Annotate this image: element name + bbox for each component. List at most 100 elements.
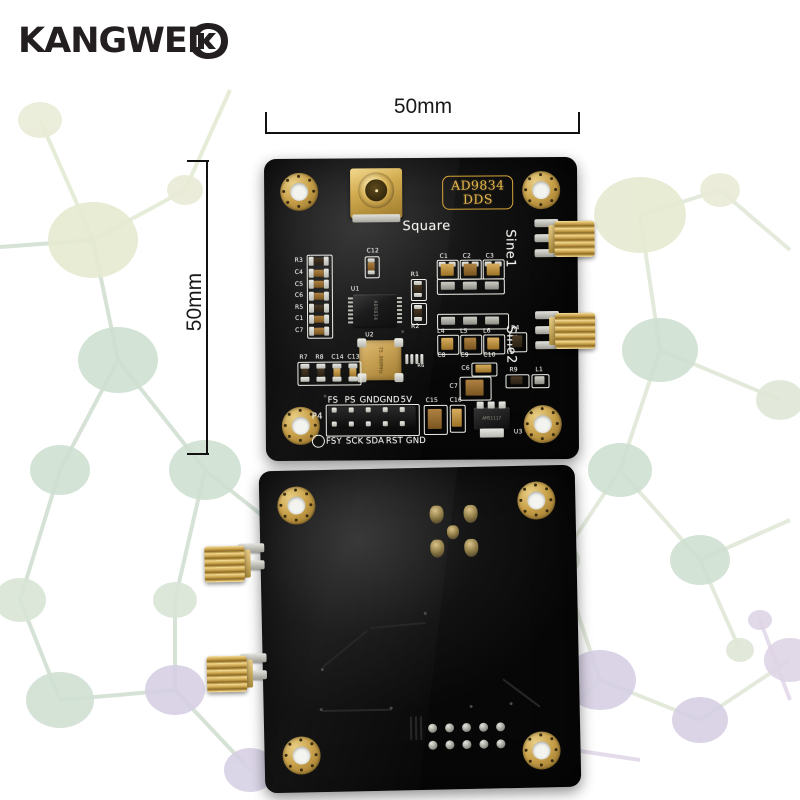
back-trace-horizontal-2 [321,708,392,713]
silk-ref-r3: R3 [294,256,304,264]
pcb-front-surface: AD9834 DDS Square Sine1 Sine2 C12 R3 C4 … [263,156,579,462]
back-trace-vertical-1 [409,716,413,741]
back-sma-connector-2 [206,653,268,694]
pin-label-top-1: PS [344,395,356,406]
silk-ref-c15: C15 [425,396,439,404]
silk-ref-c7: C7 [295,326,304,334]
pin-label-top-2: GND [359,395,380,406]
pin-label-top-3: GND [379,395,400,406]
width-dimension-right-cap [578,112,580,134]
regulator-marking: AMS1117 [482,415,502,422]
brand-logo-text: KANGWEI [18,20,200,61]
silk-ref-c13: C13 [347,353,360,361]
silk-ref-r5: R5 [294,303,304,311]
back-mounting-hole-top-left [276,486,316,525]
silk-ref-l1: L1 [535,366,544,374]
header-solder-joint [496,739,506,749]
back-trace-diagonal-1 [322,629,369,668]
sma-square-solder-foot [352,214,401,223]
board-title-line1: AD9834 [451,177,505,193]
sma-solder-pad-3 [430,539,445,558]
height-dimension-label: 50mm [183,272,206,332]
height-dimension-bottom-cap [187,453,209,455]
board-title-line2: DDS [462,191,493,207]
silk-ref-u3: U3 [513,428,523,436]
silk-ref-c10: C10 [483,351,496,359]
ic-u1-ad9834: AD9834 [347,294,403,327]
back-trace-vertical-3 [419,715,423,741]
silk-ref-c4: C4 [294,268,304,276]
header-solder-joint [495,722,506,732]
back-mounting-hole-bottom-left [282,736,322,775]
pin-label-bottom-1: SCK [345,436,364,447]
sma-sine2-barrel [555,312,596,350]
height-dimension-top-cap [187,160,209,162]
sma-solder-pad-2 [463,504,478,524]
crystal-oscillator-u2: 75.000MHz [357,338,404,383]
silk-ref-r2: R2 [411,323,420,331]
silk-ref-c6: C6 [294,291,304,299]
header-solder-joint [444,723,455,733]
header-solder-joint [461,722,472,733]
pin1-marker [311,434,325,448]
pcb-front-view: AD9834 DDS Square Sine1 Sine2 C12 R3 C4 … [263,156,596,462]
sma-sine1-barrel [554,220,595,258]
voltage-regulator-u3: AMS1117 [473,407,510,430]
back-sma-connector-1 [204,543,265,584]
pcb-back-view [204,464,582,794]
silk-ref-c11: C1 [295,314,304,322]
pin-label-bottom-4: GND [405,435,427,447]
silk-ref-r4: R4 [511,324,520,332]
silk-ref-c5: C5 [294,280,304,288]
header-solder-joint [428,740,438,750]
sma-connector-sine2 [535,311,596,351]
sma-square-center-pin [374,188,378,192]
ic-u1-marking: AD9834 [371,300,379,321]
board-title-badge: AD9834 DDS [442,175,514,210]
back-mounting-hole-bottom-right [522,731,561,770]
mounting-hole-top-right [522,171,561,210]
back-trace-horizontal-1 [369,621,426,630]
silk-label-square: Square [402,218,451,235]
sma-connector-square [350,168,403,223]
crystal-marking: 75.000MHz [377,346,384,374]
header-solder-joint [427,723,438,733]
height-dimension-line [206,161,208,455]
sma-solder-pad-1 [429,505,444,524]
silk-ref-r8: R8 [315,353,324,361]
silk-ref-r9: R9 [509,366,518,374]
silk-label-sine1: Sine1 [502,229,518,268]
mounting-hole-top-left [280,172,319,211]
sma-solder-pad-center [446,525,460,540]
silk-ref-c14: C14 [331,353,344,361]
width-dimension-left-cap [265,112,267,134]
pin-label-top-4: 5V [400,395,413,406]
silk-ref-r7: R7 [299,353,308,361]
silk-ref-r1: R1 [410,271,420,279]
silk-ref-c9: C9 [460,351,469,359]
header-solder-joint [479,739,489,749]
silk-ref-c6b: C6 [461,364,470,372]
header-solder-joint [462,739,472,750]
header-solder-joint [445,740,455,750]
silk-ref-r6: R6 [417,362,425,370]
sma-connector-sine1 [534,219,595,259]
brand-logo: KANGWEI [18,20,231,62]
back-mounting-hole-top-right [516,481,556,520]
header-solder-joint [478,722,489,732]
pin-label-top-0: FS [327,395,339,406]
pin-label-bottom-0: FSY [325,436,342,447]
back-trace-vertical-2 [414,716,418,741]
mounting-hole-bottom-right [523,405,562,444]
pin-label-bottom-3: RST [385,436,404,447]
back-trace-diagonal-2 [502,678,541,708]
silk-label-p4: P4 [311,411,323,422]
silk-ref-c16: C16 [449,396,463,404]
width-dimension-line [266,132,580,134]
circular-k-emblem-icon [189,23,228,59]
width-dimension-label: 50mm [393,95,453,118]
silk-ref-u2: U2 [365,331,374,339]
silk-label-c12: C12 [366,247,380,255]
